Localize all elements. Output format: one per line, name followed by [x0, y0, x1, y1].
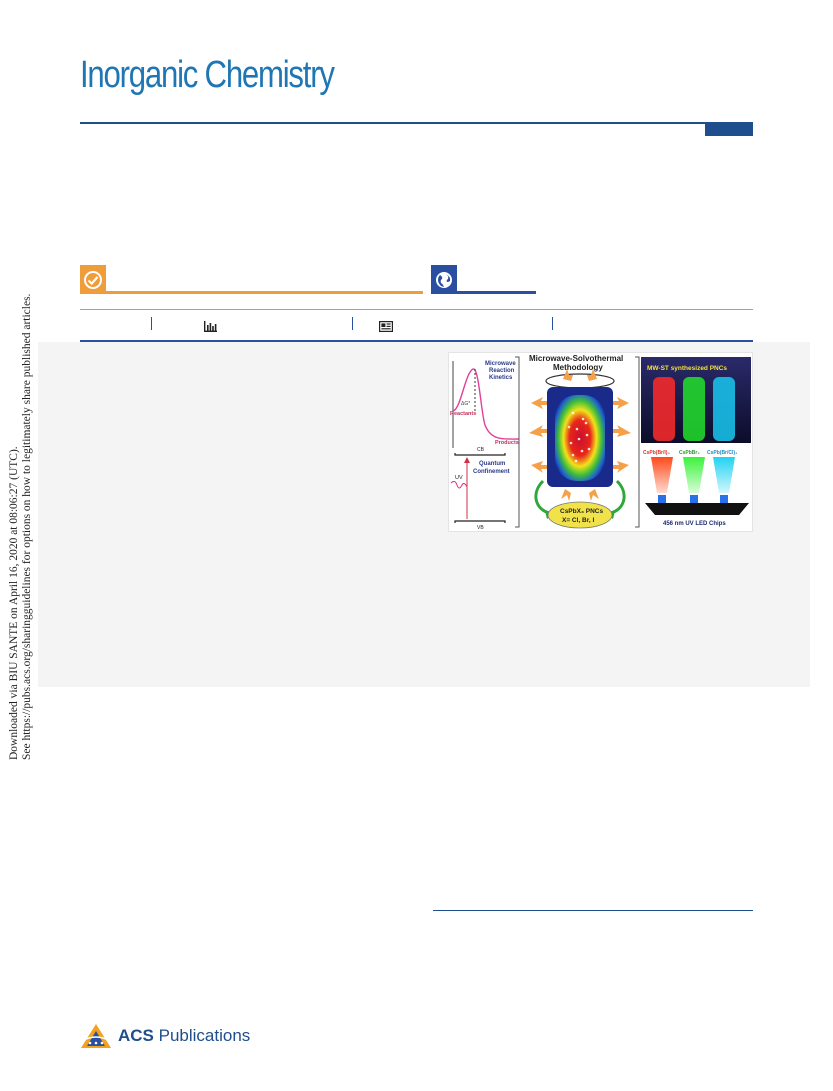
toc-graphic: Microwave Reaction Kinetics ΔG* Reactant… [448, 352, 753, 532]
editors-choice-badge[interactable] [80, 265, 106, 294]
pnc-photos: MW-ST synthesized PNCs CsPb(Br/I)₃ CsPbB… [641, 357, 751, 527]
open-access-badge[interactable] [431, 265, 457, 294]
metrics-rule-bottom [80, 340, 753, 342]
acs-emblem-icon [81, 1024, 111, 1048]
cb-label: CB [477, 447, 485, 453]
led-caption: 456 nm UV LED Chips [663, 521, 726, 527]
access-badges [0, 265, 833, 295]
footnote-rule [433, 910, 753, 911]
metrics-separator [552, 317, 553, 330]
acs-publications-logo[interactable]: ACS Publications [80, 1023, 250, 1049]
kinetics-label-1: Microwave [485, 361, 516, 367]
sample-label-blue: CsPb(Br/Cl)₃ [707, 450, 738, 456]
journal-title: Inorganic Chemistry [80, 54, 335, 96]
article-recommendations-icon[interactable] [379, 319, 394, 337]
confinement-label-2: Confinement [473, 469, 510, 475]
center-title-2: Methodology [553, 363, 603, 372]
kinetics-label-2: Reaction [489, 368, 515, 374]
photo-caption: MW-ST synthesized PNCs [647, 365, 727, 372]
confinement-label-1: Quantum [479, 461, 505, 467]
product-label: CsPbX₃ PNCs [560, 508, 603, 515]
download-notice-line-2: See https://pubs.acs.org/sharingguidelin… [21, 293, 33, 760]
metrics-rule-top [80, 309, 753, 310]
check-icon [84, 270, 102, 289]
sample-label-green: CsPbBr₃ [679, 450, 700, 456]
energy-diagram: Microwave Reaction Kinetics ΔG* Reactant… [450, 356, 520, 531]
metrics-icon[interactable] [204, 319, 217, 337]
uv-label: UV [455, 475, 463, 481]
halides-label: X= Cl, Br, I [562, 517, 595, 524]
sample-label-red: CsPb(Br/I)₃ [643, 450, 670, 456]
products-label: Products [495, 440, 519, 446]
metrics-separator [352, 317, 353, 330]
metrics-separator [151, 317, 152, 330]
acs-logo-text: ACS Publications [118, 1026, 251, 1045]
vb-label: VB [477, 525, 484, 531]
globe-icon [436, 271, 452, 288]
badge-underline-blue [457, 291, 536, 294]
kinetics-label-3: Kinetics [489, 375, 513, 381]
center-title-1: Microwave-Solvothermal [529, 354, 623, 363]
badge-underline-orange [106, 291, 423, 294]
reaction-vessel: Microwave-Solvothermal Methodology [529, 354, 640, 529]
reactants-label: Reactants [450, 411, 476, 417]
download-notice: Downloaded via BIU SANTE on April 16, 20… [8, 294, 34, 760]
dg-label: ΔG* [461, 401, 470, 407]
download-notice-line-1: Downloaded via BIU SANTE on April 16, 20… [8, 446, 20, 760]
header-rule [80, 122, 753, 124]
header-tab [705, 123, 753, 136]
